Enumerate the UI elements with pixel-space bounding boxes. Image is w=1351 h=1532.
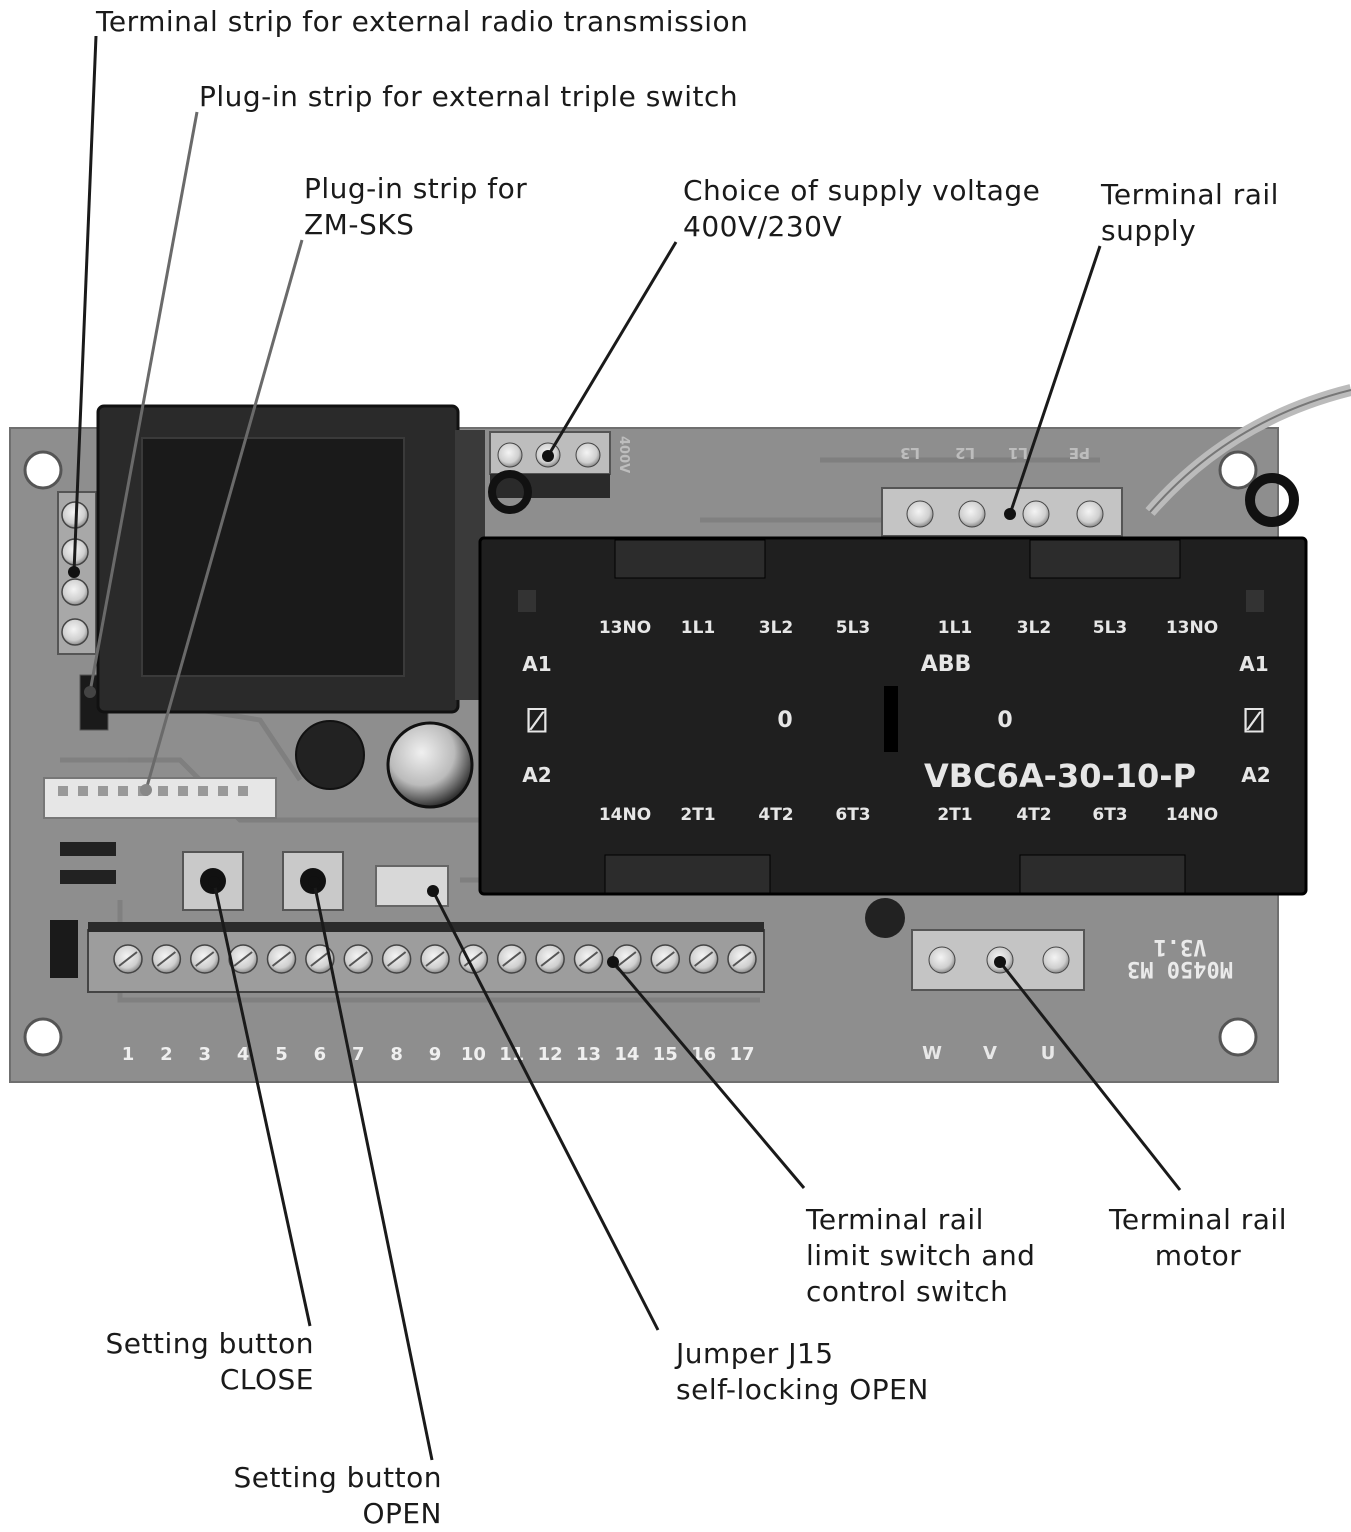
- leader-rail-limit: [611, 961, 806, 1189]
- coil-label-a1-right: A1: [1239, 652, 1268, 676]
- terminal-number: 12: [538, 1044, 563, 1065]
- contact-zero-right: 0: [997, 708, 1012, 733]
- terminal-number: 1: [122, 1044, 135, 1065]
- contact-label-top-left: 1L1: [681, 618, 716, 638]
- callout-rail-supply: Terminal rail supply: [1101, 177, 1279, 249]
- callout-supply-voltage-line1: Choice of supply voltage: [683, 174, 1041, 207]
- coil-label-a2-right: A2: [1241, 763, 1270, 787]
- terminal-number: 7: [352, 1044, 365, 1065]
- control-terminal-rail: [87, 922, 765, 993]
- terminal-number: 8: [390, 1044, 403, 1065]
- leader-lines: [72, 35, 1182, 1461]
- callout-rail-limit-line2: limit switch and: [806, 1239, 1036, 1272]
- leader-rail-supply: [1008, 245, 1102, 515]
- contact-label-bottom-right: 2T1: [937, 805, 972, 825]
- coil-label-a1-left: A1: [522, 652, 551, 676]
- leader-button-open: [312, 881, 434, 1461]
- callout-button-close-line2: CLOSE: [219, 1363, 314, 1396]
- contact-zero-left: 0: [777, 708, 792, 733]
- motor-label-u: U: [1041, 1043, 1056, 1064]
- callout-button-close-line1: Setting button: [105, 1327, 314, 1360]
- callout-zm-sks-line1: Plug-in strip for: [304, 172, 528, 205]
- callout-button-close: Setting button CLOSE: [60, 1326, 314, 1398]
- callout-radio-strip: Terminal strip for external radio transm…: [96, 5, 749, 38]
- coil-symbol-right: ⍁: [1244, 701, 1264, 741]
- contact-label-bottom-left: 6T3: [835, 805, 870, 825]
- contact-label-bottom-left: 2T1: [680, 805, 715, 825]
- contact-label-bottom-left: 14NO: [599, 805, 651, 825]
- callout-zm-sks-line2: ZM-SKS: [304, 208, 415, 241]
- callout-rail-supply-line1: Terminal rail: [1101, 178, 1279, 211]
- transformer: [96, 404, 485, 714]
- contactor-brand: ABB: [921, 652, 972, 677]
- supply-label-pe: PE: [1069, 444, 1090, 462]
- callout-rail-supply-line2: supply: [1101, 214, 1197, 247]
- contact-label-top-left: 5L3: [836, 618, 871, 638]
- callout-button-open-line1: Setting button: [233, 1461, 442, 1494]
- terminal-number: 16: [691, 1044, 716, 1065]
- contact-label-bottom-left: 4T2: [758, 805, 793, 825]
- terminal-number: 13: [576, 1044, 601, 1065]
- callout-zm-sks: Plug-in strip for ZM-SKS: [304, 171, 527, 243]
- contact-label-top-left: 13NO: [599, 618, 651, 638]
- terminal-number: 4: [237, 1044, 250, 1065]
- terminal-number: 3: [198, 1044, 211, 1065]
- callout-jumper: Jumper J15 self-locking OPEN: [676, 1336, 929, 1408]
- terminal-number: 10: [461, 1044, 486, 1065]
- board-version: V3.1: [1154, 934, 1207, 959]
- callout-rail-limit-line3: control switch: [806, 1275, 1009, 1308]
- contact-label-bottom-right: 6T3: [1092, 805, 1127, 825]
- contact-label-bottom-right: 4T2: [1016, 805, 1051, 825]
- contactor-model: VBC6A-30-10-P: [924, 757, 1196, 795]
- terminal-number: 2: [160, 1044, 173, 1065]
- leader-radio-strip: [72, 35, 98, 573]
- terminal-number: 14: [614, 1044, 639, 1065]
- callout-rail-motor: Terminal rail motor: [1098, 1202, 1298, 1274]
- callout-jumper-line2: self-locking OPEN: [676, 1373, 929, 1406]
- motor-label-v: V: [983, 1043, 997, 1064]
- contact-label-top-right: 1L1: [938, 618, 973, 638]
- terminal-number: 9: [429, 1044, 442, 1065]
- callout-supply-voltage-line2: 400V/230V: [683, 210, 843, 243]
- motor-label-w: W: [922, 1043, 942, 1064]
- contact-label-top-right: 13NO: [1166, 618, 1218, 638]
- leader-button-close: [212, 881, 312, 1327]
- supply-label-l3: L3: [900, 444, 920, 462]
- zm-sks-plug-strip: [43, 777, 277, 819]
- board-id: M0450 M3: [1127, 956, 1233, 981]
- coil-symbol-left: ⍁: [527, 701, 547, 741]
- contactor-abb: [478, 536, 1308, 896]
- callout-supply-voltage: Choice of supply voltage 400V/230V: [683, 173, 1040, 245]
- contact-label-bottom-right: 14NO: [1166, 805, 1218, 825]
- callout-button-open-line2: OPEN: [362, 1497, 442, 1530]
- callout-triple-switch: Plug-in strip for external triple switch: [199, 80, 739, 113]
- terminal-number: 5: [275, 1044, 288, 1065]
- terminal-number: 17: [729, 1044, 754, 1065]
- callout-rail-limit-line1: Terminal rail: [806, 1203, 984, 1236]
- mounting-holes: [23, 450, 1258, 1057]
- callout-jumper-line1: Jumper J15: [676, 1337, 834, 1370]
- leader-triple-switch: [88, 111, 199, 693]
- callout-rail-limit: Terminal rail limit switch and control s…: [806, 1202, 1035, 1310]
- callout-rail-motor-line1: Terminal rail: [1109, 1203, 1287, 1236]
- terminal-number: 15: [653, 1044, 678, 1065]
- callout-rail-motor-line2: motor: [1154, 1239, 1242, 1272]
- leader-rail-motor: [998, 961, 1182, 1191]
- supply-terminal-rail: PE L1 L2 L3: [881, 444, 1123, 537]
- terminal-number: 6: [314, 1044, 327, 1065]
- coil-label-a2-left: A2: [522, 763, 551, 787]
- contact-label-top-right: 3L2: [1017, 618, 1052, 638]
- voltage-selector: 400V: [489, 431, 631, 498]
- supply-label-l2: L2: [955, 444, 975, 462]
- leader-zm-sks: [144, 239, 304, 791]
- leader-supply-voltage: [546, 241, 678, 457]
- contact-label-top-left: 3L2: [759, 618, 794, 638]
- callout-button-open: Setting button OPEN: [190, 1460, 442, 1532]
- contact-label-top-right: 5L3: [1093, 618, 1128, 638]
- supply-label-l1: L1: [1008, 444, 1028, 462]
- leader-jumper: [431, 890, 660, 1331]
- voltage-label: 400V: [616, 436, 631, 473]
